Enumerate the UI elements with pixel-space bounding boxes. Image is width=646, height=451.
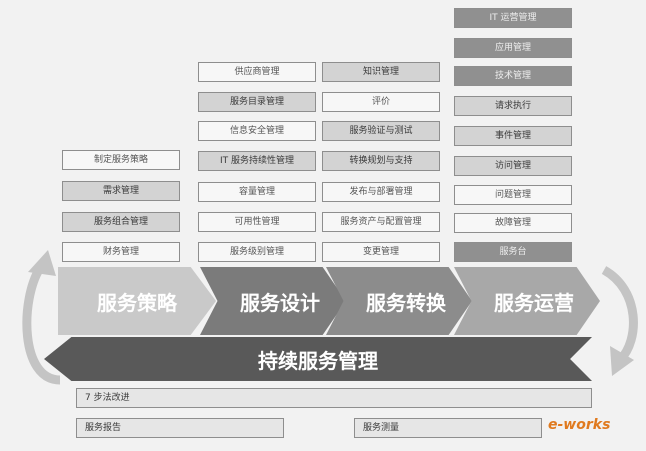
- box-operation-7: 故障管理: [454, 213, 572, 233]
- box-seven-step-improvement: 7 步法改进: [76, 388, 592, 408]
- box-strategy-1: 需求管理: [62, 181, 180, 201]
- box-operation-5: 访问管理: [454, 156, 572, 176]
- box-operation-1: 应用管理: [454, 38, 572, 58]
- phase-service-design: 服务设计: [200, 267, 346, 335]
- box-transition-3: 转换规划与支持: [322, 151, 440, 171]
- box-transition-2: 服务验证与测试: [322, 121, 440, 141]
- box-transition-5: 服务资产与配置管理: [322, 212, 440, 232]
- continual-service-management-bar: 持续服务管理: [44, 337, 592, 381]
- csm-label: 持续服务管理: [258, 348, 378, 373]
- box-operation-3: 请求执行: [454, 96, 572, 116]
- right-cycle-arrow-head: [610, 346, 634, 376]
- left-cycle-arrow: [22, 265, 61, 385]
- box-operation-6: 问题管理: [454, 185, 572, 205]
- box-service-measurement: 服务测量: [354, 418, 542, 438]
- box-transition-0: 知识管理: [322, 62, 440, 82]
- left-cycle-arrow-head: [28, 250, 56, 276]
- box-design-4: 容量管理: [198, 182, 316, 202]
- box-strategy-3: 财务管理: [62, 242, 180, 262]
- box-service-report: 服务报告: [76, 418, 284, 438]
- box-design-5: 可用性管理: [198, 212, 316, 232]
- box-operation-8: 服务台: [454, 242, 572, 262]
- box-strategy-0: 制定服务策略: [62, 150, 180, 170]
- right-cycle-arrow: [601, 266, 638, 364]
- box-design-2: 信息安全管理: [198, 121, 316, 141]
- box-design-0: 供应商管理: [198, 62, 316, 82]
- box-operation-0: IT 运营管理: [454, 8, 572, 28]
- box-design-6: 服务级别管理: [198, 242, 316, 262]
- phase-service-transition: 服务转换: [326, 267, 472, 335]
- box-transition-6: 变更管理: [322, 242, 440, 262]
- box-transition-1: 评价: [322, 92, 440, 112]
- phase-service-strategy: 服务策略: [58, 267, 216, 335]
- box-design-1: 服务目录管理: [198, 92, 316, 112]
- box-transition-4: 发布与部署管理: [322, 182, 440, 202]
- phase-service-operation: 服务运营: [454, 267, 600, 335]
- box-operation-4: 事件管理: [454, 126, 572, 146]
- box-design-3: IT 服务持续性管理: [198, 151, 316, 171]
- box-operation-2: 技术管理: [454, 66, 572, 86]
- box-strategy-2: 服务组合管理: [62, 212, 180, 232]
- eworks-logo: e-works: [548, 417, 611, 433]
